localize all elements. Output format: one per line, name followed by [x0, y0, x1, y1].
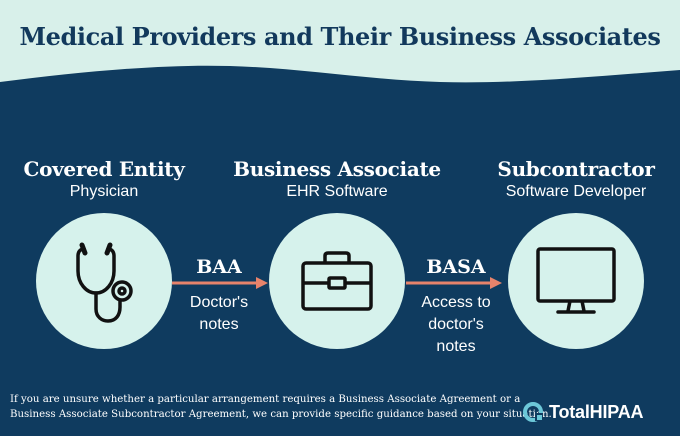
page-title: Medical Providers and Their Business Ass…	[19, 22, 661, 51]
totalhipaa-logo[interactable]: TotalHIPAA	[522, 400, 644, 424]
totalhipaa-logo-icon	[523, 402, 543, 422]
baa-description-line: notes	[199, 316, 239, 333]
business-associate-title: Business Associate	[233, 157, 441, 181]
baa-label: BAA	[196, 256, 242, 278]
stethoscope-icon	[76, 242, 133, 323]
footnote-line: Business Associate Subcontractor Agreeme…	[10, 409, 552, 420]
basa-description-line: doctor's	[428, 316, 484, 333]
covered-entity-subtitle: Physician	[69, 183, 139, 200]
basa-arrow	[406, 277, 502, 289]
briefcase-icon	[301, 251, 373, 311]
covered-entity-circle	[36, 213, 172, 349]
baa-description-line: Doctor's	[189, 294, 249, 311]
basa-description-line: notes	[436, 338, 476, 355]
business-associate-subtitle: EHR Software	[286, 183, 388, 200]
logo-text: TotalHIPAA	[549, 401, 644, 422]
baa-arrow	[172, 277, 268, 289]
subcontractor-circle	[508, 213, 644, 349]
footnote-line: If you are unsure whether a particular a…	[10, 394, 521, 405]
basa-label: BASA	[426, 256, 486, 278]
monitor-icon	[536, 247, 616, 314]
basa-description: Access to doctor's notes	[406, 292, 506, 358]
subcontractor-title: Subcontractor	[497, 157, 655, 181]
business-associate-circle	[269, 213, 405, 349]
covered-entity-title: Covered Entity	[23, 157, 185, 181]
baa-description: Doctor's notes	[169, 292, 269, 336]
subcontractor-subtitle: Software Developer	[505, 183, 647, 200]
footnote: If you are unsure whether a particular a…	[10, 392, 552, 422]
basa-description-line: Access to	[421, 294, 491, 311]
